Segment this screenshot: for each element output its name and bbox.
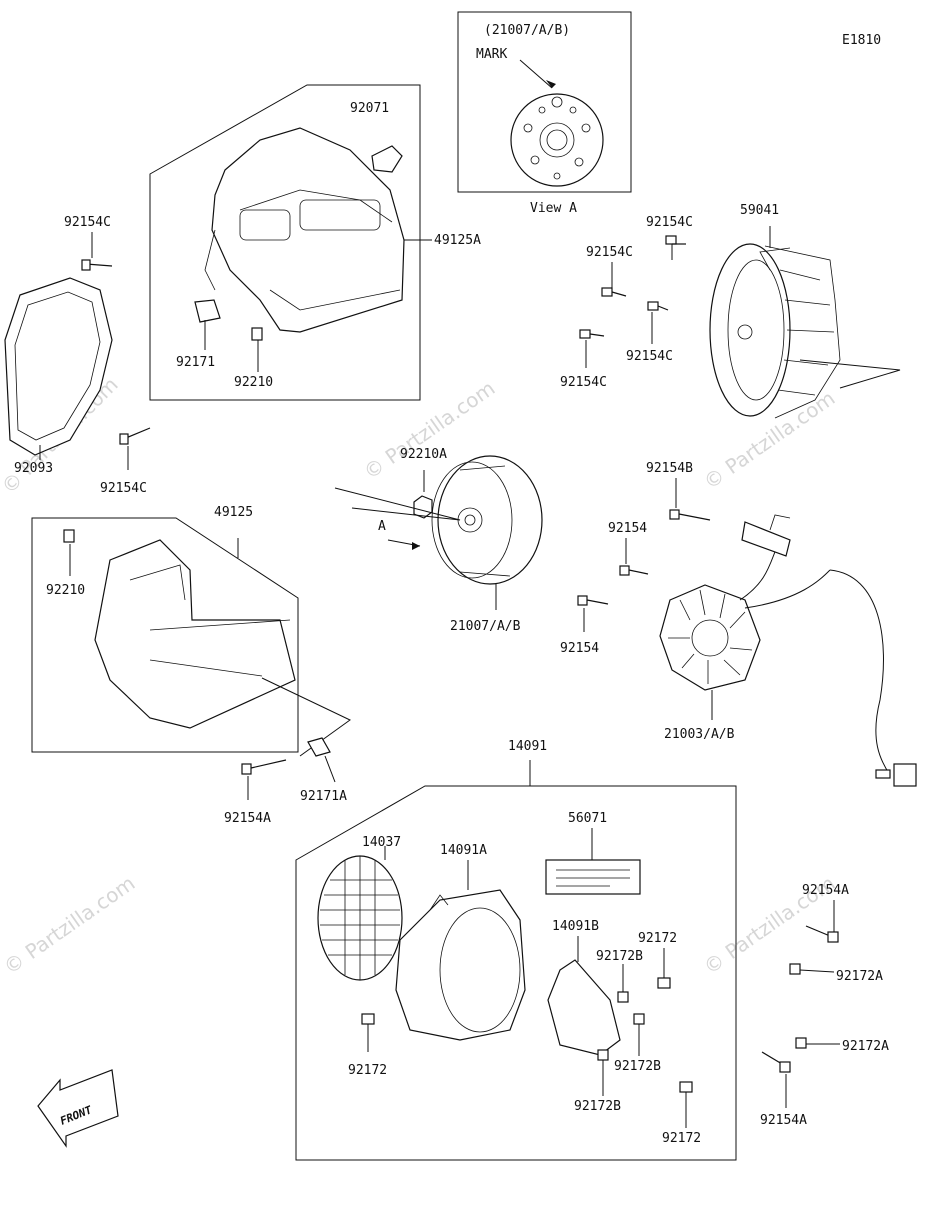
part-label: 59041 [740,203,779,218]
fan-59041 [709,226,901,419]
part-label: 92154 [560,641,599,656]
part-label: 92171 [176,355,215,370]
watermark-bottom-left: © Partzilla.com [0,871,139,979]
part-label: 92154C [586,245,633,260]
part-label: 92154A [802,883,849,898]
part-label: 92172 [348,1063,387,1078]
screw-92154-1-icon [619,538,649,576]
gasket-92093 [4,277,113,460]
upper-shroud-49125a [204,127,405,333]
part-label: 14091B [552,919,599,934]
part-label: 92172A [836,969,883,984]
part-label: 49125A [434,233,481,248]
part-label: 92071 [350,101,389,116]
part-label: 92154A [224,811,271,826]
upper-shroud-group [149,84,432,401]
part-label: 92172 [638,931,677,946]
nut-92210-top [251,327,263,341]
part-label: 14091 [508,739,547,754]
clip-92171 [194,299,221,323]
part-label: 92210A [400,447,447,462]
screw-92154a-right-top-icon [805,900,839,943]
part-label: 92210 [46,583,85,598]
screw-92154c-left-bottom-icon [119,427,151,470]
view-a-caption: View A [530,201,577,216]
view-a-top-label: (21007/A/B) [484,23,570,38]
part-label: 92154C [560,375,607,390]
fan-cover-group [295,760,737,1161]
screen-14037 [317,846,403,981]
part-label: 21007/A/B [450,619,521,634]
lower-shroud-group [31,517,351,757]
bolt-92172b-c-icon [597,1049,609,1096]
plug-92071 [371,145,403,173]
screw-92154b-icon [669,478,711,521]
diagram-code: E1810 [842,33,881,48]
decal-56071 [545,828,641,895]
screw-92154a-mid-icon [241,759,287,800]
part-label: 92172 [662,1131,701,1146]
front-arrow-icon: FRONT [37,1069,119,1148]
nut-92210a-icon [413,470,433,519]
screw-92154c-right-1-icon [665,235,686,260]
part-label: 49125 [214,505,253,520]
part-label: 92154 [608,521,647,536]
part-label: 92154C [626,349,673,364]
part-label: 92154B [646,461,693,476]
flywheel-view-a-icon [510,93,604,187]
part-label: 92093 [14,461,53,476]
bolt-92172-left-icon [361,1013,375,1052]
screw-92154c-left-top-icon [81,232,113,271]
screw-92154c-right-4-icon [579,329,605,368]
part-label: 14091A [440,843,487,858]
part-label: 92154A [760,1113,807,1128]
part-label: 92154C [100,481,147,496]
bolt-92172b-b-icon [633,1013,645,1056]
part-label: 92210 [234,375,273,390]
lower-shroud-49125 [94,539,296,729]
stator-21003ab [659,514,917,787]
bolt-92172a-2-icon [795,1037,840,1049]
screw-92154c-right-3-icon [647,301,669,344]
part-label: 92172B [574,1099,621,1114]
part-label: 56071 [568,811,607,826]
nut-92210-left-icon [63,529,75,543]
view-a-inset: (21007/A/B) MARK View A [457,11,632,216]
view-a-mark-label: MARK [476,47,507,62]
bolt-92172a-1-icon [789,963,835,975]
part-labels: 92071 49125A 92171 92210 92154C 92093 92… [14,101,889,1146]
screw-92154a-right-bottom-icon [761,1051,791,1108]
part-label: 92154C [64,215,111,230]
screw-92154-2-icon [577,595,609,632]
screw-92154c-right-2-icon [601,262,627,297]
bolt-92172b-a-icon [617,964,629,1003]
fan-housing-14091a [395,860,526,1041]
part-label: 92172B [614,1059,661,1074]
bolt-92172-b-icon [679,1081,693,1128]
view-a-frame [457,11,632,193]
part-label: 14037 [362,835,401,850]
bolt-92172-a-icon [657,948,671,989]
view-arrow-label: A [378,519,386,534]
part-label: 92171A [300,789,347,804]
part-label: 21003/A/B [664,727,735,742]
part-label: 92172A [842,1039,889,1054]
part-label: 92154C [646,215,693,230]
clip-92171a-icon [307,737,336,783]
cover-14091b [547,936,621,1056]
part-label: 92172B [596,949,643,964]
flywheel-21007ab [431,455,543,585]
